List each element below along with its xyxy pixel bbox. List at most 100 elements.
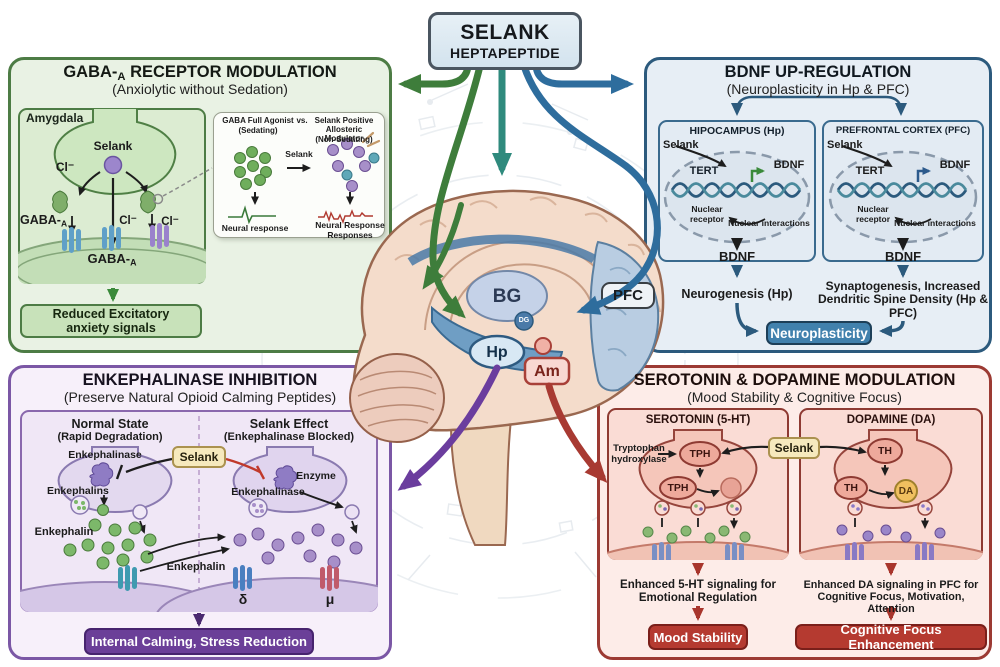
- cmp-left-caption: Neural response: [221, 223, 289, 233]
- cmp-left-sub: (Sedating): [238, 126, 278, 135]
- hippocampus-box-title: HIPOCAMPUS (Hp): [689, 125, 785, 137]
- da-label: DA: [898, 486, 914, 497]
- gaba-a-sub: A: [60, 218, 68, 229]
- pfc-bdnf-gene-label: BDNF: [939, 159, 971, 171]
- amygdala-synapse-art: [18, 108, 206, 284]
- mono-selank-box: Selank: [768, 437, 820, 459]
- delta-receptor-label: δ: [238, 591, 248, 607]
- enkephalinase-label-left: Enkephalinase: [68, 449, 142, 461]
- bdnf-art: [663, 95, 978, 337]
- pfc-label-shape: [601, 282, 655, 309]
- dg-nucleus: [514, 311, 534, 331]
- selank-projection-arrows: [397, 60, 661, 491]
- cl-label-mid: Cl⁻: [119, 215, 137, 227]
- gaba-panel-title: GABA-A RECEPTOR MODULATION: [10, 63, 390, 84]
- pfc-bdnf-output: BDNF: [884, 249, 922, 264]
- cmp-right-sub: (Non-Sedating): [315, 135, 373, 144]
- selank-title-box: SELANK HEPTAPEPTIDE: [428, 12, 582, 70]
- enk-synapse-art: [20, 446, 378, 612]
- hp-selank-label: Selank: [663, 139, 699, 151]
- teal-dot: [368, 152, 380, 164]
- enkephalinase-label-right: Enkephalinase: [231, 486, 305, 498]
- nucleus-pfc: [828, 150, 978, 244]
- bdnf-panel-title: BDNF UP-REGULATION: [724, 63, 912, 81]
- mu-receptor-label: μ: [325, 591, 335, 607]
- arrow-to-monoamine-panel: [545, 382, 608, 483]
- am-label: Am: [534, 363, 560, 380]
- selank-to-th-arrow: [819, 445, 867, 455]
- gaba-a2-sub: A: [130, 257, 137, 268]
- da-molecule: [894, 479, 918, 503]
- enk-right-title: Selank Effect: [249, 417, 329, 431]
- cmp-vs: vs.: [296, 116, 308, 125]
- dna-helix-pfc: [836, 182, 968, 198]
- hp-outcome-label: Neurogenesis (Hp): [681, 287, 793, 301]
- selank-to-tph-arrow: [721, 445, 769, 455]
- comparison-art: [228, 131, 381, 225]
- selank-inhibition-line-left: [125, 457, 173, 474]
- enkephalin-label-center: Enkephalin: [166, 561, 226, 573]
- enkephalin-label-left: Enkephalin: [34, 526, 94, 538]
- enk-left-title: Normal State: [71, 417, 149, 431]
- arrow-green-branch: [422, 202, 464, 290]
- cmp-left-title: GABA Full Agonist: [222, 116, 294, 125]
- zoom-pointer-line: [162, 167, 213, 197]
- gaba-panel-subtitle: (Anxiolytic without Sedation): [112, 81, 288, 97]
- gaba-a-label-left: GABA-A: [20, 213, 67, 229]
- blue-tract: [407, 234, 597, 266]
- th1-label: TH: [878, 445, 892, 457]
- cl-label-left: Cl⁻: [55, 160, 75, 174]
- gaba-a-label-bottom: GABA-A: [80, 251, 144, 268]
- mono-panel-subtitle: (Mood Stability & Cognitive Focus): [687, 389, 902, 405]
- dg-label: DG: [518, 317, 530, 324]
- cognitive-focus-badge: Cognitive Focus Enhancement: [795, 622, 987, 652]
- selank-inhibition-line-red: [225, 457, 261, 474]
- receptor-squiggle: [361, 131, 381, 148]
- arrow-blue-to-pfc: [520, 62, 661, 315]
- zoom-pointer-circle: [152, 193, 164, 205]
- nucleus-hp: [663, 150, 811, 244]
- cl-label-right: Cl⁻: [161, 216, 179, 228]
- enk-left-subtitle: (Rapid Degradation): [57, 431, 163, 443]
- enk-selank-box: Selank: [172, 446, 226, 468]
- arrow-to-enk-panel: [397, 364, 501, 491]
- cmp-right-title: Selank Positive Allosteric Modulator: [314, 116, 374, 143]
- gaba-a2-prefix: GABA-: [87, 251, 131, 266]
- pfc-box-title: PREFRONTAL CORTEX (PFC): [835, 125, 971, 136]
- hp-bdnf-output: BDNF: [718, 249, 756, 264]
- gaba-outcome-badge: Reduced Excitatory anxiety signals: [20, 304, 202, 338]
- pfc-nuclear-interactions: Nuclear interactions: [894, 218, 976, 228]
- selank-title-line1: SELANK: [460, 21, 550, 44]
- enk-right-subtitle: (Enkephalinase Blocked): [223, 431, 355, 443]
- serotonin-box-title: SEROTONIN (5-HT): [645, 414, 751, 426]
- enkephalin-dots: [63, 518, 157, 570]
- mono-outcome-arrows: [692, 563, 897, 621]
- selank-title-line2: HEPTAPEPTIDE: [450, 45, 560, 61]
- dopamine-dots: [836, 524, 946, 543]
- tph1-label: TPH: [689, 448, 711, 460]
- dopamine-box-title: DOPAMINE (DA): [846, 414, 936, 426]
- enzyme-label: Enzyme: [296, 470, 336, 482]
- cmp-selank-label: Selank: [285, 149, 313, 159]
- th-oval-1: [867, 438, 903, 464]
- serotonin-dots: [642, 525, 751, 544]
- cmp-right-caption: Neural Response Responses: [315, 220, 385, 240]
- gaba-title-prefix: GABA-: [63, 63, 118, 81]
- dna-helix-hp: [670, 182, 802, 198]
- bg-label: BG: [492, 286, 522, 307]
- hp-nuclear-interactions: Nuclear interactions: [728, 218, 810, 228]
- th2-label: TH: [844, 482, 858, 494]
- th-oval-2: [834, 476, 868, 500]
- arrow-green-to-hippocampus: [429, 62, 484, 319]
- serotonin-outcome-label: Enhanced 5-HT signaling for Emotional Re…: [620, 579, 776, 604]
- brain-illustration: [349, 189, 665, 546]
- amygdala-label: Amygdala: [26, 111, 84, 125]
- bdnf-panel-subtitle: (Neuroplasticity in Hp & PFC): [726, 81, 910, 97]
- enk-outcome-badge: Internal Calming, Stress Reduction: [84, 628, 314, 655]
- neuroplasticity-badge: Neuroplasticity: [766, 321, 872, 345]
- transcription-arrow-hp: [750, 167, 765, 182]
